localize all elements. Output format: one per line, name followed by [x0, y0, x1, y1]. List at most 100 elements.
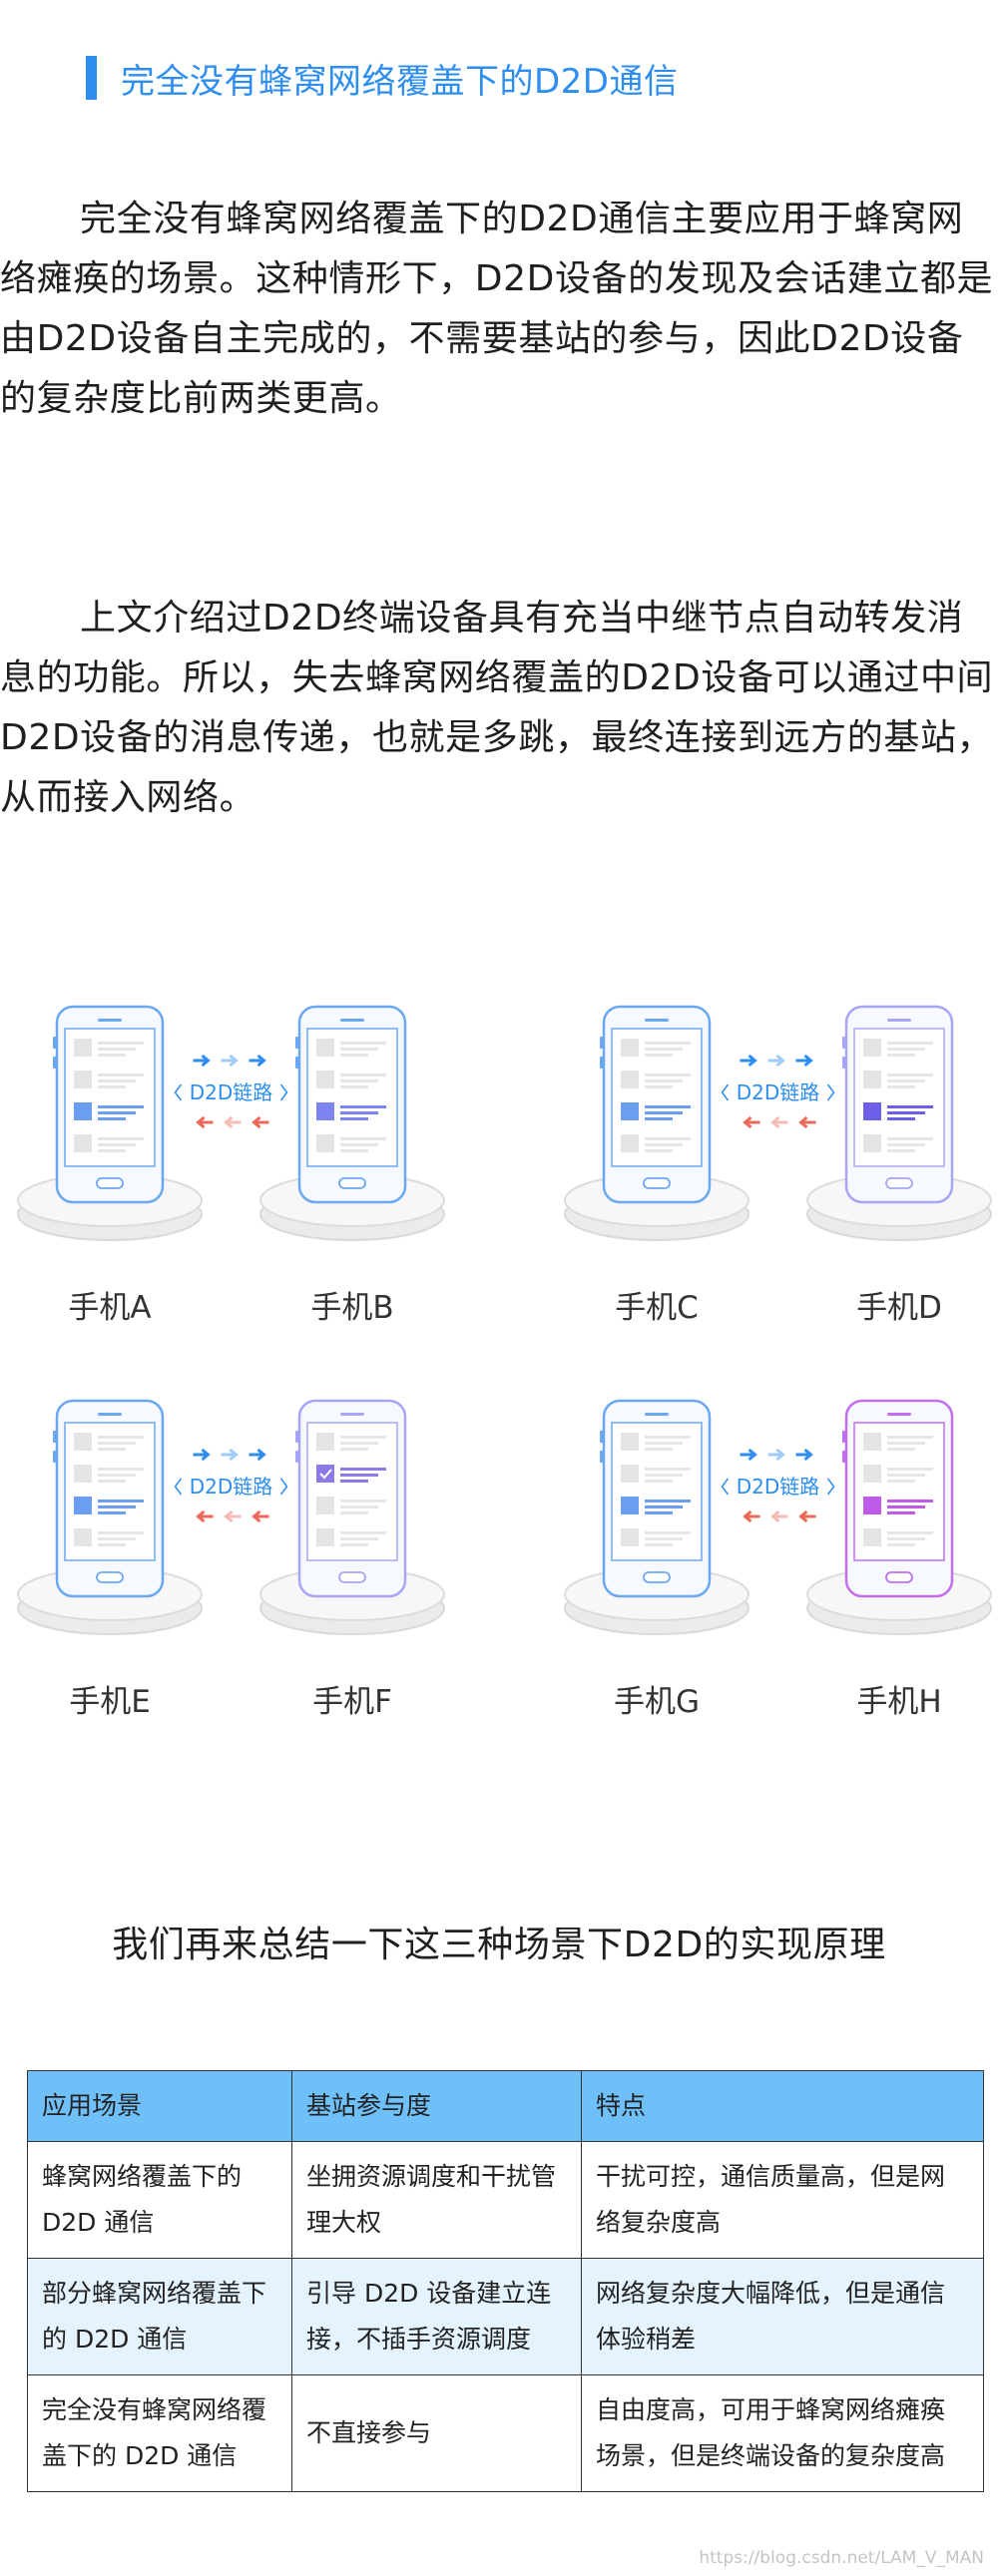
list-item-line — [887, 1143, 925, 1146]
list-item-line — [645, 1137, 691, 1140]
arrow-left-icon — [798, 1509, 816, 1523]
list-item-line — [340, 1505, 378, 1508]
table-cell: 完全没有蜂窝网络覆盖下的 D2D 通信 — [27, 2374, 292, 2492]
list-item-icon — [74, 1528, 92, 1546]
link-label: D2D链路 — [737, 1080, 820, 1104]
arrow-left-icon — [770, 1509, 788, 1523]
arrow-left-icon — [743, 1115, 760, 1129]
bracket-right-icon — [826, 1083, 835, 1101]
list-item-line — [887, 1105, 933, 1108]
pair-gh-illustration: D2D链路 — [564, 1399, 992, 1635]
table-header-cell: 特点 — [581, 2070, 984, 2142]
list-item-line — [340, 1054, 368, 1057]
phone-side-button — [600, 1037, 604, 1049]
list-item-line — [340, 1048, 378, 1051]
phone-side-button — [600, 1431, 604, 1443]
list-item-line — [887, 1117, 915, 1120]
table-row: 完全没有蜂窝网络覆盖下的 D2D 通信 不直接参与 自由度高，可用于蜂窝网络瘫痪… — [27, 2374, 984, 2492]
table-cell: 网络复杂度大幅降低，但是通信体验稍差 — [581, 2258, 984, 2375]
arrow-right-icon — [767, 1054, 785, 1068]
list-item-icon — [863, 1528, 881, 1546]
list-item-line — [340, 1085, 368, 1088]
bracket-left-icon — [174, 1478, 183, 1496]
list-item-line — [645, 1448, 673, 1451]
list-item-line — [645, 1042, 691, 1045]
list-item-line — [645, 1543, 673, 1546]
list-item-line — [98, 1537, 136, 1540]
list-item-line — [98, 1117, 126, 1120]
list-item-line — [340, 1531, 386, 1534]
list-item-icon — [316, 1528, 334, 1546]
diagram-row-2: D2D链路 D2D链路 手机E 手机F 手机G 手机H — [0, 1377, 998, 1720]
list-item-line — [887, 1085, 915, 1088]
phone-side-button — [842, 1057, 846, 1069]
phone-pairs-ab-cd: D2D链路 D2D链路 — [17, 1005, 992, 1241]
list-item-line — [340, 1537, 378, 1540]
list-item-line — [98, 1448, 126, 1451]
arrow-right-icon — [221, 1448, 239, 1462]
phone-side-button — [295, 1431, 299, 1443]
list-item-line — [98, 1085, 126, 1088]
list-item-line — [98, 1531, 144, 1534]
paragraph-no-coverage: 完全没有蜂窝网络覆盖下的D2D通信主要应用于蜂窝网络瘫痪的场景。这种情形下，D2… — [0, 199, 994, 419]
list-item-line — [887, 1480, 915, 1483]
list-item-line — [98, 1468, 144, 1471]
heading-accent-bar — [86, 56, 97, 100]
phone-home-button — [643, 1177, 671, 1189]
table-cell: 不直接参与 — [291, 2374, 582, 2492]
list-item-icon — [621, 1134, 639, 1152]
list-item-line — [645, 1105, 691, 1108]
watermark: https://blog.csdn.net/LAM_V_MAN — [699, 2548, 984, 2568]
list-item-line — [340, 1436, 386, 1439]
list-item-icon — [863, 1071, 881, 1088]
table-cell: 部分蜂窝网络覆盖下的 D2D 通信 — [27, 2258, 292, 2375]
list-item-line — [887, 1048, 925, 1051]
phone-home-button — [338, 1177, 366, 1189]
list-item-icon — [74, 1071, 92, 1088]
phone-label-f: 手机F — [312, 1684, 392, 1720]
list-item-line — [887, 1137, 933, 1140]
list-item-line — [887, 1474, 925, 1477]
phone-speaker — [887, 1019, 911, 1022]
list-item-icon — [316, 1497, 334, 1514]
list-item-icon — [621, 1071, 639, 1088]
phone-pairs-ef-gh: D2D链路 D2D链路 — [17, 1399, 992, 1635]
list-item-line — [98, 1111, 136, 1114]
list-item-line — [887, 1537, 925, 1540]
arrow-right-icon — [221, 1054, 239, 1068]
list-item-line — [98, 1137, 144, 1140]
table-row: 蜂窝网络覆盖下的 D2D 通信 坐拥资源调度和干扰管理大权 干扰可控，通信质量高… — [27, 2141, 984, 2259]
phone-home-button — [643, 1571, 671, 1583]
list-item-icon — [74, 1102, 92, 1120]
list-item-icon — [74, 1134, 92, 1152]
list-item-line — [98, 1143, 136, 1146]
list-item-line — [887, 1436, 933, 1439]
list-item-line — [340, 1474, 378, 1477]
list-item-icon — [316, 1071, 334, 1088]
paragraph-relay: 上文介绍过D2D终端设备具有充当中继节点自动转发消息的功能。所以，失去蜂窝网络覆… — [0, 598, 994, 818]
list-item-line — [645, 1073, 691, 1076]
list-item-line — [645, 1048, 683, 1051]
list-item-icon — [863, 1134, 881, 1152]
phone-label-a: 手机A — [68, 1290, 152, 1326]
list-item-line — [340, 1137, 386, 1140]
comparison-table: 应用场景 基站参与度 特点 蜂窝网络覆盖下的 D2D 通信 坐拥资源调度和干扰管… — [27, 2070, 984, 2492]
list-item-line — [340, 1500, 386, 1503]
arrow-left-icon — [224, 1509, 242, 1523]
list-item-line — [887, 1149, 915, 1152]
phone-speaker — [98, 1413, 122, 1416]
phone-home-button — [885, 1571, 913, 1583]
heading-title: 完全没有蜂窝网络覆盖下的D2D通信 — [121, 61, 679, 102]
list-item-line — [645, 1480, 673, 1483]
list-item-line — [98, 1442, 136, 1445]
table-row: 部分蜂窝网络覆盖下的 D2D 通信 引导 D2D 设备建立连接，不插手资源调度 … — [27, 2258, 984, 2375]
list-item-line — [98, 1474, 136, 1477]
list-item-icon — [621, 1433, 639, 1451]
list-item-line — [645, 1117, 673, 1120]
list-item-line — [340, 1448, 368, 1451]
list-item-line — [340, 1442, 378, 1445]
list-item-line — [340, 1468, 386, 1471]
check-icon — [319, 1469, 332, 1480]
phone-side-button — [295, 1451, 299, 1463]
list-item-line — [98, 1511, 126, 1514]
